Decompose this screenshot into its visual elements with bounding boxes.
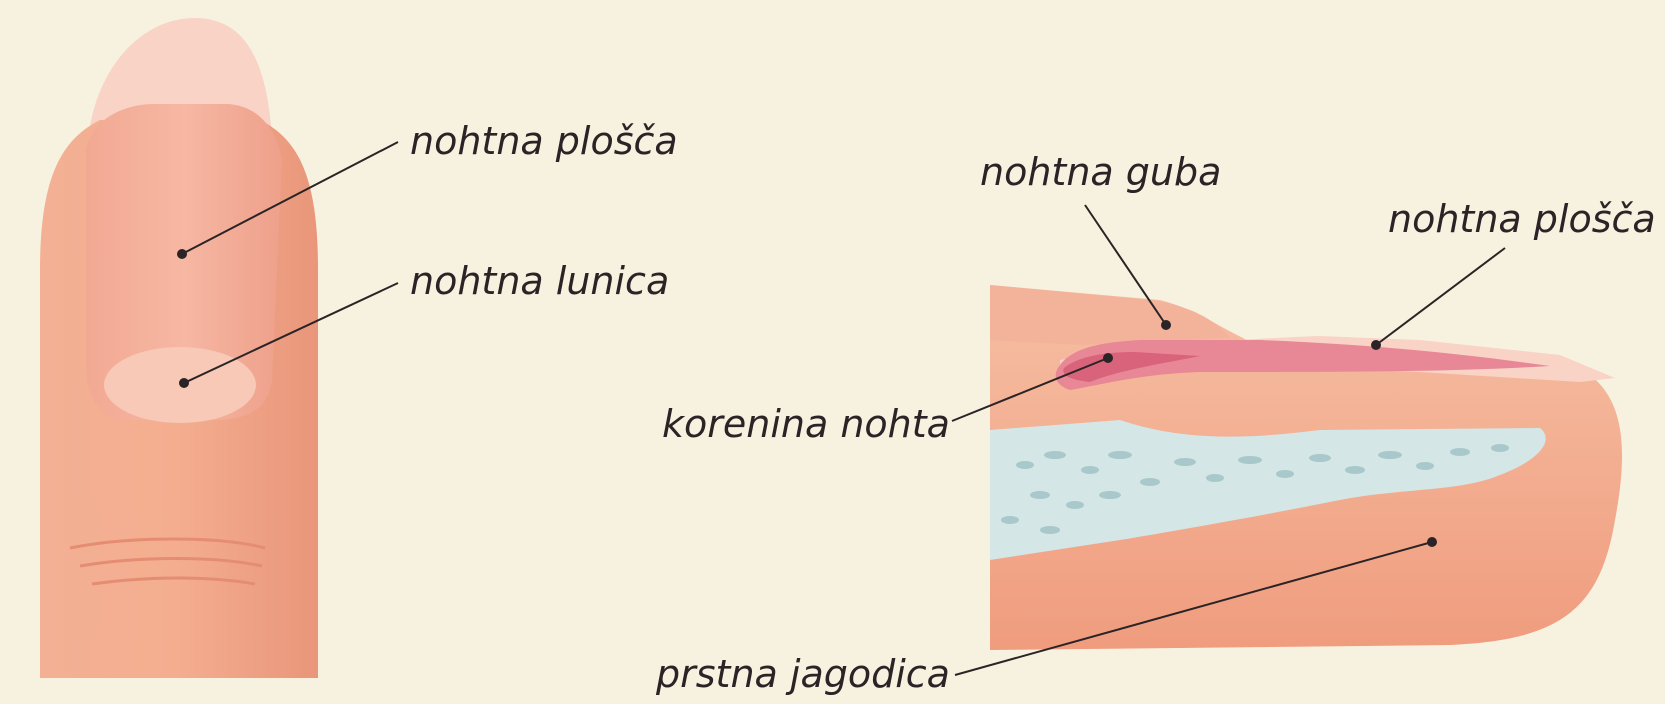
leader-side-nail-root-dot bbox=[1104, 354, 1112, 362]
label-side-fingertip: prstna jagodica bbox=[656, 655, 950, 693]
side-finger-view bbox=[990, 285, 1622, 650]
front-finger-view bbox=[40, 18, 318, 678]
side-nail-fold bbox=[990, 285, 1230, 345]
label-side-nail-root: korenina nohta bbox=[662, 405, 950, 443]
leader-front-lunula-dot bbox=[180, 379, 188, 387]
leader-side-nail-plate bbox=[1376, 248, 1505, 345]
leader-front-nail-plate-dot bbox=[178, 250, 186, 258]
label-side-nail-plate: nohtna plošča bbox=[1388, 200, 1656, 238]
label-front-nail-plate: nohtna plošča bbox=[410, 122, 678, 160]
leader-side-nail-fold-dot bbox=[1162, 321, 1170, 329]
leader-side-fingertip-dot bbox=[1428, 538, 1436, 546]
label-side-nail-fold: nohtna guba bbox=[980, 153, 1221, 191]
label-front-lunula: nohtna lunica bbox=[410, 262, 669, 300]
leader-side-nail-plate-dot bbox=[1372, 341, 1380, 349]
